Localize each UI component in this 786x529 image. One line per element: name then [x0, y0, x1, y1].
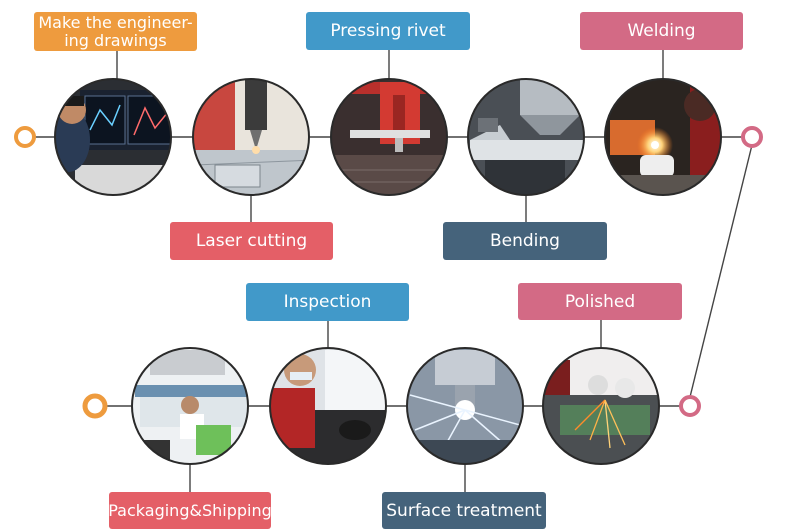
- turn-node-top-icon: [741, 126, 763, 148]
- welding-sparks-icon: [605, 79, 721, 195]
- label-pressing-rivet: Pressing rivet: [306, 12, 470, 50]
- label-engineering-line2: ing drawings: [64, 30, 167, 50]
- start-node-icon: [14, 126, 36, 148]
- worker-inspecting-part-icon: [270, 348, 386, 464]
- label-welding: Welding: [580, 12, 743, 50]
- grinding-sparks-icon: [543, 348, 659, 464]
- label-engineering-line1: Make the engineer-: [38, 12, 193, 32]
- end-node-icon: [82, 393, 108, 419]
- laser-cutting-machine-icon: [193, 79, 309, 195]
- connector-line: [689, 144, 753, 398]
- label-inspection: Inspection: [246, 283, 409, 321]
- press-brake-bending-icon: [468, 79, 584, 195]
- warehouse-office-icon: [132, 348, 248, 464]
- label-laser-cutting: Laser cutting: [170, 222, 333, 260]
- spray-surface-treatment-icon: [407, 348, 523, 464]
- label-packaging-shipping: Packaging&Shipping: [108, 492, 272, 529]
- engineer-at-cad-workstation-icon: [55, 79, 171, 195]
- red-press-machine-icon: [331, 79, 447, 195]
- label-make-engineering-drawings: Make the engineer-ing drawings: [34, 12, 197, 51]
- turn-node-bottom-icon: [679, 395, 701, 417]
- label-surface-treatment: Surface treatment: [382, 492, 546, 529]
- label-bending: Bending: [443, 222, 607, 260]
- label-polished: Polished: [518, 283, 682, 320]
